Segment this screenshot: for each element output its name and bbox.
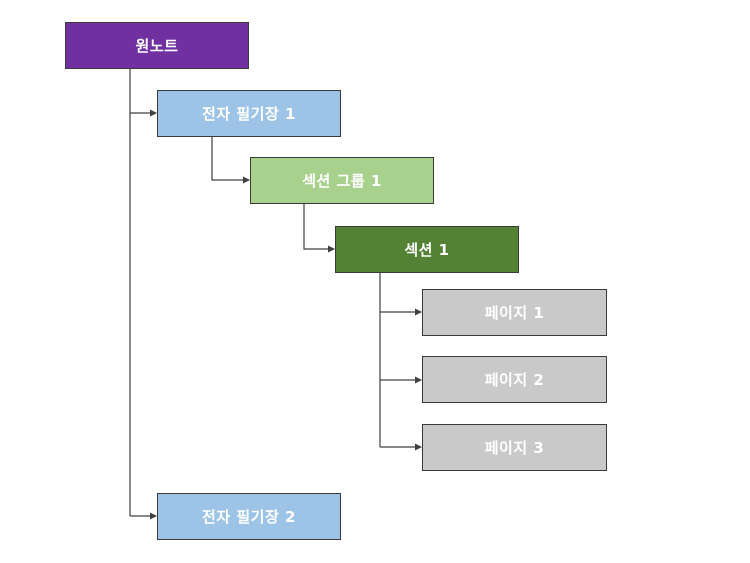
- node-page-1: 페이지 1: [422, 289, 607, 336]
- node-notebook-2-label: 전자 필기장 2: [202, 508, 296, 526]
- node-onenote-root-label: 원노트: [135, 37, 179, 55]
- node-onenote-root: 원노트: [65, 22, 249, 69]
- connector-notebook1-to-section-group1: [211, 137, 250, 184]
- node-page-3-label: 페이지 3: [484, 439, 545, 457]
- node-page-2-label: 페이지 2: [484, 371, 545, 389]
- node-notebook-2: 전자 필기장 2: [157, 493, 341, 540]
- node-section-group-1: 섹션 그룹 1: [250, 157, 434, 204]
- node-section-1-label: 섹션 1: [404, 241, 450, 259]
- node-page-2: 페이지 2: [422, 356, 607, 403]
- node-notebook-1: 전자 필기장 1: [157, 90, 341, 137]
- node-section-1: 섹션 1: [335, 226, 519, 273]
- node-page-1-label: 페이지 1: [484, 304, 545, 322]
- node-notebook-1-label: 전자 필기장 1: [202, 105, 296, 123]
- node-page-3: 페이지 3: [422, 424, 607, 471]
- connector-section-group1-to-section1: [303, 204, 335, 253]
- node-section-group-1-label: 섹션 그룹 1: [302, 172, 382, 190]
